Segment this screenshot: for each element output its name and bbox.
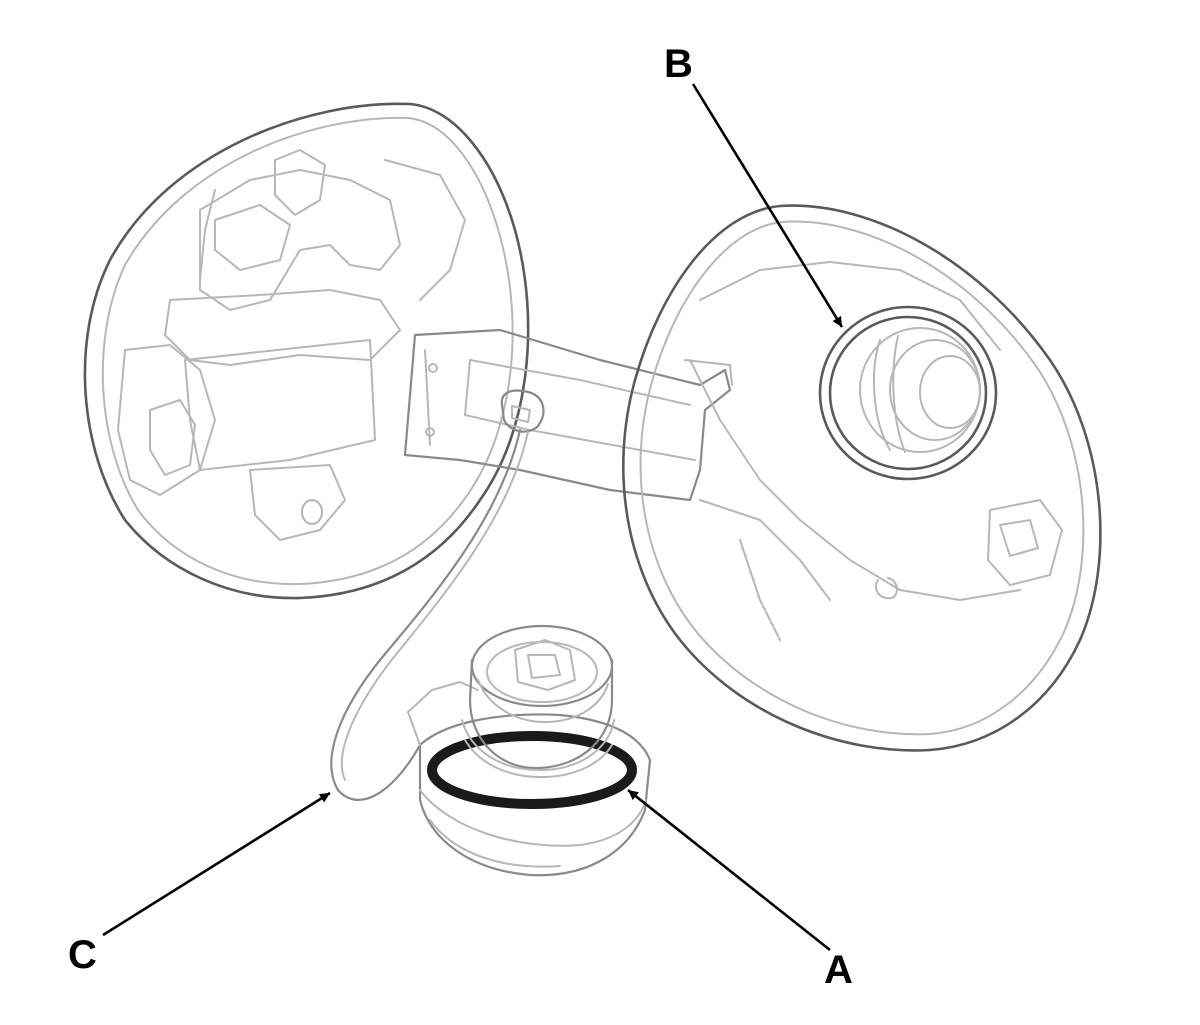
callout-label-a: A [824,948,853,992]
tether [330,428,529,801]
filler-housing [622,204,1102,752]
callout-label-c: C [68,933,97,977]
hinge-arm [403,328,733,502]
leader-line-c [102,791,331,937]
leader-line-a [627,788,831,952]
fuel-lid [83,102,530,600]
fuel-cap [407,624,652,877]
gasket [427,731,637,809]
leader-line-b [691,83,844,328]
callout-label-b: B [664,42,693,86]
filler-neck [818,305,998,481]
